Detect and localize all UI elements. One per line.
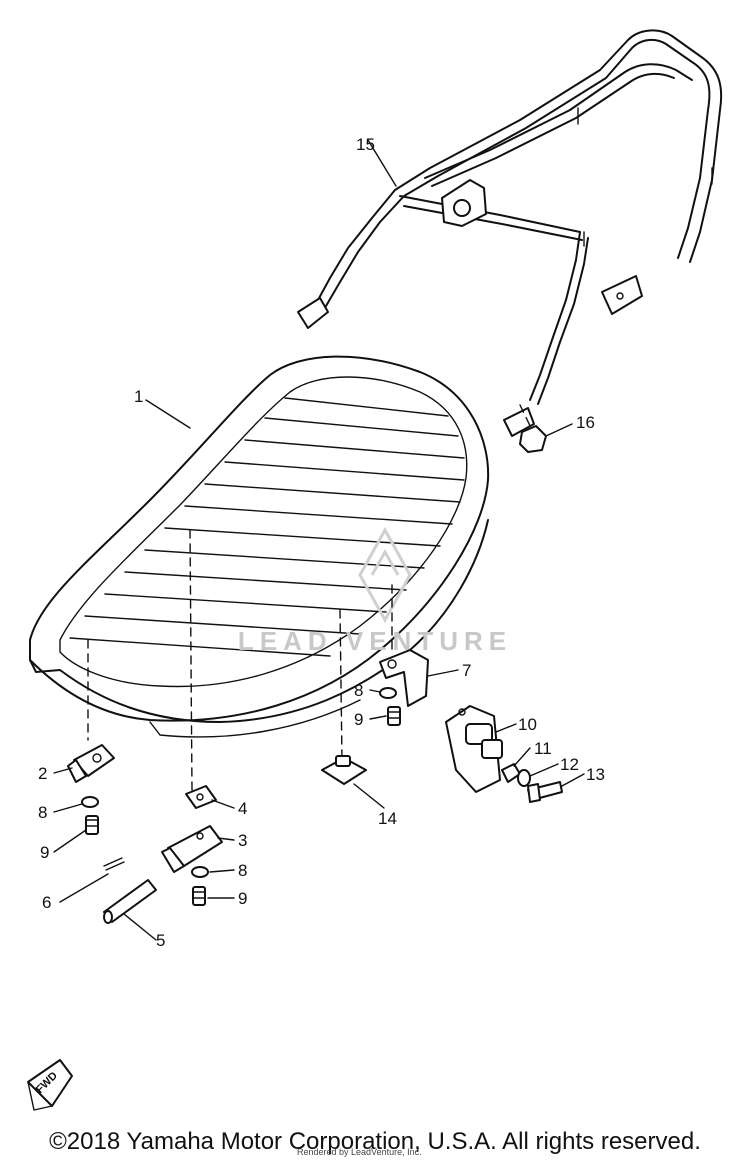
part-9-bolt-right bbox=[387, 706, 401, 726]
label-14: 14 bbox=[378, 809, 397, 828]
rendered-by-note: Rendered by LeadVenture, Inc. bbox=[297, 1147, 422, 1157]
label-15: 15 bbox=[356, 135, 375, 154]
fwd-arrow: FWD bbox=[27, 1059, 73, 1111]
label-9-center: 9 bbox=[238, 889, 247, 908]
part-8-washer-right bbox=[379, 687, 397, 699]
copyright-notice: ©2018 Yamaha Motor Corporation, U.S.A. A… bbox=[49, 1128, 701, 1155]
label-8-center: 8 bbox=[238, 861, 247, 880]
part-16-nut bbox=[519, 425, 547, 453]
label-6: 6 bbox=[42, 893, 51, 912]
label-11: 11 bbox=[534, 739, 552, 758]
part-13-bolt bbox=[527, 781, 563, 803]
part-10-lock bbox=[445, 705, 503, 793]
label-1: 1 bbox=[134, 387, 143, 406]
part-9-bolt-center bbox=[192, 886, 206, 906]
label-16: 16 bbox=[576, 413, 595, 432]
part-8-washer-center bbox=[191, 866, 209, 878]
part-4-nut-plate bbox=[185, 785, 217, 809]
label-13: 13 bbox=[586, 765, 605, 784]
label-2: 2 bbox=[38, 764, 47, 783]
watermark-text: LEAD VENTURE bbox=[238, 626, 512, 656]
label-7: 7 bbox=[462, 661, 471, 680]
part-3-bracket bbox=[161, 825, 223, 873]
part-14-nut-plate bbox=[321, 755, 367, 785]
part-5-pin bbox=[103, 879, 157, 924]
label-9-left: 9 bbox=[40, 843, 49, 862]
label-9-right: 9 bbox=[354, 710, 363, 729]
part-6-clip bbox=[103, 857, 125, 871]
label-3: 3 bbox=[238, 831, 247, 850]
part-9-bolt-left bbox=[85, 815, 99, 835]
seat bbox=[29, 355, 490, 738]
watermark: LEAD VENTURE bbox=[238, 526, 512, 656]
guide-lines bbox=[87, 404, 534, 791]
part-labels: 1 2 3 4 5 6 7 8 9 10 11 12 13 14 15 16 8… bbox=[38, 135, 605, 950]
label-8-right: 8 bbox=[354, 681, 363, 700]
part-8-washer-left bbox=[81, 796, 99, 808]
grab-rail bbox=[297, 29, 723, 437]
label-5: 5 bbox=[156, 931, 165, 950]
label-4: 4 bbox=[238, 799, 247, 818]
part-7-bracket bbox=[379, 649, 429, 707]
leader-lines bbox=[53, 139, 585, 941]
part-12-washer bbox=[517, 769, 531, 787]
label-8-left: 8 bbox=[38, 803, 47, 822]
seat-ribs bbox=[69, 397, 465, 657]
part-2-bracket bbox=[67, 744, 115, 783]
label-12: 12 bbox=[560, 755, 579, 774]
label-10: 10 bbox=[518, 715, 537, 734]
